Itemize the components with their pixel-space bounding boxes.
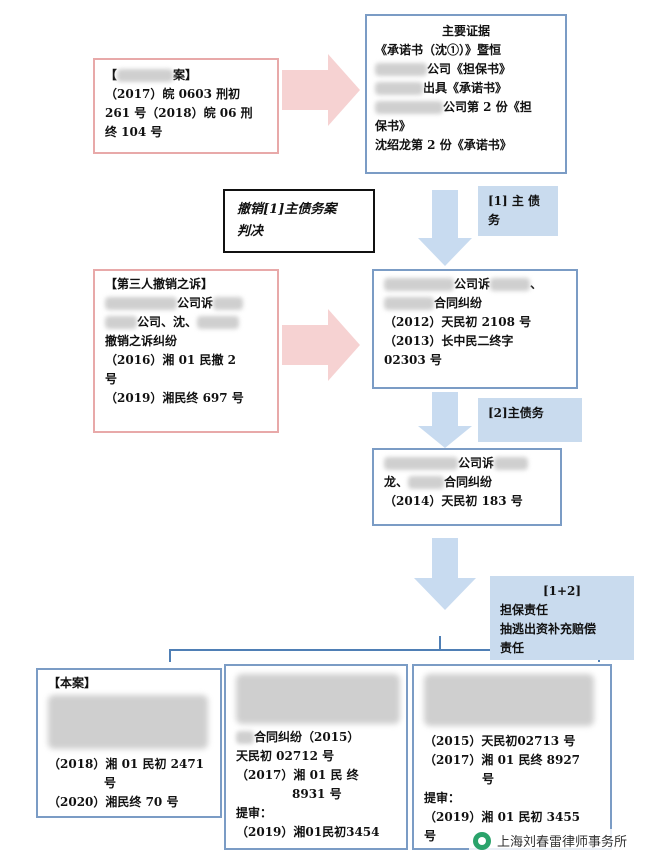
label-line: [2]主债务	[488, 406, 544, 420]
case-line: （2017）湘 01 民终 8927	[424, 753, 581, 767]
pink-right-arrow-top	[282, 54, 360, 126]
redacted-name	[494, 457, 529, 470]
case-line: （2020）湘民终 70 号	[48, 795, 179, 809]
case-line: 02303 号	[384, 353, 442, 367]
case-line: 号	[104, 776, 117, 790]
case-number-line: （2017）皖 0603 刑初	[105, 87, 241, 101]
case-line: （2012）天民初 2108 号	[384, 315, 532, 329]
pink-right-arrow-middle	[282, 309, 360, 381]
third-party-line: （2019）湘民终 697 号	[105, 391, 244, 405]
case-line: 公司诉	[458, 456, 495, 470]
case-line: 号	[424, 829, 437, 843]
case-line: 、	[530, 277, 543, 291]
wechat-icon	[472, 831, 491, 850]
redacted-name	[105, 297, 177, 310]
redacted-name	[490, 278, 531, 291]
redacted-block	[236, 674, 400, 724]
case-line: 提审：	[424, 791, 461, 805]
label-line: [1+2]	[542, 584, 582, 598]
case-line: （2014）天民初 183 号	[384, 494, 523, 508]
case-line: 合同纠纷	[434, 296, 483, 310]
redacted-name	[408, 476, 445, 489]
case-2015-02712-box: 合同纠纷（2015） 天民初 02712 号 （2017）湘 01 民 终 89…	[224, 664, 408, 850]
evidence-line: 沈绍龙第 2 份《承诺书》	[375, 138, 512, 152]
case-2014-box: 公司诉 龙、 合同纠纷 （2014）天民初 183 号	[372, 448, 562, 526]
evidence-line: 《承诺书（沈①）》暨恒	[375, 43, 502, 57]
redacted-block	[424, 674, 594, 726]
third-party-line: 公司、沈、	[137, 315, 198, 329]
this-case-box: 【本案】 （2018）湘 01 民初 2471 号 （2020）湘民终 70 号	[36, 668, 222, 818]
case-line: （2015）天民初02713 号	[424, 734, 576, 748]
bracket-open: 【	[105, 68, 118, 82]
redacted-name	[375, 63, 427, 76]
case-line: 提审：	[236, 806, 273, 820]
case-line: （2013）长中民二终字	[384, 334, 514, 348]
case-line: 龙、	[384, 475, 409, 489]
evidence-line: 保书》	[375, 119, 412, 133]
case-line: 天民初 02712 号	[236, 749, 335, 763]
redacted-name	[213, 297, 244, 310]
redacted-name	[105, 316, 137, 329]
blue-down-arrow-2	[418, 392, 472, 448]
case-2012-box: 公司诉、 合同纠纷 （2012）天民初 2108 号 （2013）长中民二终字 …	[372, 269, 578, 389]
redacted-name	[384, 457, 458, 470]
watermark: 上海刘春雷律师事务所	[468, 829, 631, 852]
revoke-judgment-box: 撤销[1]主债务案 判决	[223, 189, 375, 253]
watermark-text: 上海刘春雷律师事务所	[496, 835, 627, 850]
case-line: （2018）湘 01 民初 2471	[48, 757, 205, 771]
third-party-title: 【第三人撤销之诉】	[105, 277, 214, 291]
third-party-line: （2016）湘 01 民撤 2	[105, 353, 236, 367]
case-line: 合同纠纷	[444, 475, 493, 489]
label-line: [1] 主 债	[488, 194, 541, 208]
label-line: 抽逃出资补充赔偿	[500, 622, 597, 636]
case-line: （2019）湘 01 民初 3455	[424, 810, 581, 824]
third-party-line: 公司诉	[177, 296, 214, 310]
revoke-line: 判决	[237, 224, 264, 239]
case-number-line: 终 104 号	[105, 125, 163, 139]
revoke-line: 撤销[1]主债务案	[237, 202, 337, 217]
blue-down-arrow-1	[418, 190, 472, 266]
redacted-name	[375, 101, 443, 114]
third-party-revocation-box: 【第三人撤销之诉】 公司诉 公司、沈、 撤销之诉纠纷 （2016）湘 01 民撤…	[93, 269, 279, 433]
redacted-name	[375, 82, 423, 95]
label-line: 担保责任	[500, 603, 549, 617]
case-2015-02713-box: （2015）天民初02713 号 （2017）湘 01 民终 8927 号 提审…	[412, 664, 612, 850]
third-party-line: 号	[105, 372, 118, 386]
evidence-box: 主要证据 《承诺书（沈①）》暨恒 公司《担保书》 出具《承诺书》 公司第 2 份…	[365, 14, 567, 174]
case-line: （2017）湘 01 民 终	[236, 768, 359, 782]
principal-debt-label-2: [2]主债务	[478, 398, 582, 442]
case-line: 号	[482, 772, 495, 786]
evidence-line: 公司第 2 份《担	[443, 100, 532, 114]
case-number-line: 261 号（2018）皖 06 刑	[105, 106, 253, 120]
evidence-line: 公司《担保书》	[427, 62, 512, 76]
label-line: 责任	[500, 641, 525, 655]
blue-down-arrow-3	[414, 538, 476, 610]
redacted-name	[384, 278, 454, 291]
case-line: 8931 号	[292, 787, 342, 801]
principal-debt-label-1: [1] 主 债 务	[478, 186, 558, 236]
criminal-case-box: 【 案】 （2017）皖 0603 刑初 261 号（2018）皖 06 刑 终 …	[93, 58, 279, 154]
redacted-block	[48, 695, 208, 749]
redacted-name	[384, 297, 434, 310]
label-line: 务	[488, 213, 501, 227]
redacted-name	[197, 316, 240, 329]
third-party-line: 撤销之诉纠纷	[105, 334, 178, 348]
case-line: （2019）湘01民初3454	[236, 825, 380, 839]
guarantee-liability-label: [1+2] 担保责任 抽逃出资补充赔偿 责任	[490, 576, 634, 660]
case-line: 合同纠纷（2015）	[254, 730, 360, 744]
evidence-line: 出具《承诺书》	[423, 81, 508, 95]
evidence-title: 主要证据	[441, 24, 490, 38]
case-suffix: 案】	[173, 68, 198, 82]
this-case-title: 【本案】	[48, 676, 97, 690]
case-line: 公司诉	[454, 277, 491, 291]
redacted-name	[236, 731, 254, 744]
redacted-name	[117, 69, 174, 82]
